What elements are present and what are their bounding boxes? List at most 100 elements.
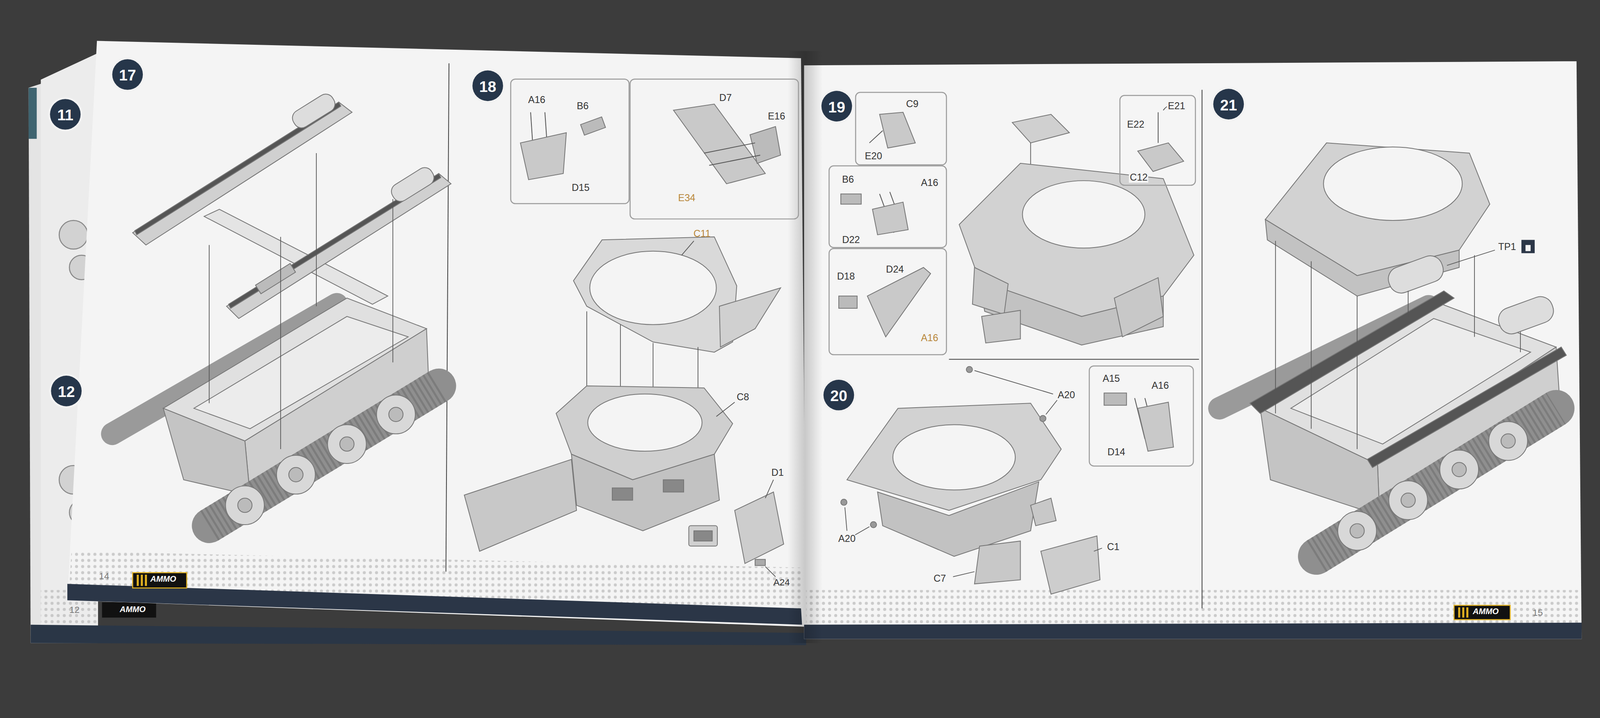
paint-code: TP1 [1497, 241, 1518, 252]
step-dividers [1201, 89, 1203, 609]
step-number: 19 [828, 98, 845, 114]
step19-superstructure [1022, 180, 1145, 248]
step17-hull [237, 497, 252, 513]
part-number: C9 [904, 98, 920, 110]
step21-vehicle [1501, 433, 1516, 449]
step21-vehicle [1350, 523, 1365, 538]
step20-superstructure [840, 366, 1103, 595]
step18-superstructure [663, 479, 684, 493]
part-number: A24 [772, 577, 791, 588]
step-number-badge: 11 [50, 98, 81, 130]
step20-superstructure [1040, 535, 1100, 594]
parts-inset-box: B6A16D22 [828, 165, 947, 248]
back-pages [59, 220, 88, 250]
step21-vehicle [1474, 255, 1475, 337]
step18-superstructure [734, 492, 784, 564]
step17-hull [226, 173, 451, 319]
step17-hull [327, 424, 367, 463]
step18-inset-parts [673, 104, 766, 184]
step17-hull [255, 263, 296, 294]
parts-inset-box: A15A16D14 [1088, 365, 1194, 467]
step21-vehicle [1388, 480, 1428, 520]
left-page [67, 583, 802, 625]
part-number: D7 [718, 92, 733, 104]
step18-superstructure [688, 525, 718, 547]
step-number: 18 [479, 77, 497, 94]
step17-hull [209, 385, 439, 526]
step18-superstructure [716, 402, 735, 417]
step19-inset-parts [1157, 112, 1159, 144]
right-page [803, 61, 1582, 639]
step21-vehicle [1494, 292, 1557, 338]
step17-hull [209, 385, 439, 526]
step17-hull [315, 153, 317, 307]
right-page [787, 50, 1582, 643]
step17-hull [288, 467, 304, 482]
step21-vehicle [1446, 249, 1495, 266]
step19-inset-parts [869, 130, 883, 143]
step17-hull [112, 91, 452, 526]
step19-inset-parts [867, 267, 931, 337]
part-number: B6 [575, 100, 590, 112]
step18-inset-parts [704, 142, 756, 154]
page-number: 12 [68, 605, 81, 615]
part-number: E34 [677, 192, 697, 204]
parts-inset-box: D7E16E34 [629, 78, 799, 220]
step21-vehicle [1488, 421, 1528, 461]
step21-vehicle [1323, 146, 1463, 221]
step20-superstructure [966, 366, 973, 373]
step17-hull [276, 455, 316, 494]
step19-inset-parts [879, 112, 916, 149]
step-number-badge: 21 [1213, 88, 1245, 120]
step20-inset-parts [1104, 392, 1174, 451]
step21-vehicle [1407, 290, 1409, 317]
step21-vehicle [1260, 408, 1380, 516]
step21-vehicle [1451, 462, 1467, 477]
step20-superstructure [1046, 400, 1058, 415]
step20-superstructure [1030, 497, 1056, 526]
part-number: A16 [1150, 380, 1170, 392]
part-number: A16 [920, 332, 940, 344]
step19-superstructure [1114, 277, 1163, 337]
step19-superstructure [981, 310, 1021, 344]
step17-hull [208, 244, 210, 403]
step-dividers [949, 358, 1200, 360]
step20-superstructure [952, 571, 975, 577]
step-number-badge: 17 [112, 59, 144, 90]
right-page [803, 622, 1582, 639]
page-number: 15 [1531, 608, 1544, 619]
step19-superstructure [972, 267, 1009, 314]
back-pages [102, 602, 157, 618]
step19-superstructure [1012, 114, 1070, 144]
part-number: C11 [692, 228, 712, 239]
step20-superstructure [840, 498, 847, 506]
step-number-badge: 19 [821, 90, 853, 122]
step21-vehicle [1400, 492, 1416, 508]
step-number: 11 [57, 106, 74, 122]
step18-superstructure [681, 240, 694, 256]
left-page [67, 40, 806, 627]
step21-vehicle [1384, 252, 1447, 297]
step20-superstructure [1039, 415, 1047, 422]
step-number-badge: 20 [823, 379, 855, 411]
part-number: A16 [526, 94, 547, 106]
part-number: E21 [1167, 100, 1187, 112]
step17-hull [209, 153, 394, 449]
step20-superstructure [870, 521, 877, 528]
part-number: E22 [1126, 119, 1146, 130]
part-number: D24 [885, 264, 905, 275]
step21-vehicle [1316, 408, 1557, 557]
part-number: A15 [1101, 373, 1121, 384]
step20-superstructure [974, 540, 1021, 584]
step20-superstructure [844, 507, 847, 531]
step20-superstructure [892, 424, 1016, 490]
part-number: A20 [837, 533, 857, 545]
right-page [787, 50, 823, 643]
step21-vehicle [1337, 511, 1377, 550]
step18-inset-parts [750, 126, 781, 164]
step18-superstructure [464, 236, 784, 577]
step18-superstructure [765, 566, 776, 577]
